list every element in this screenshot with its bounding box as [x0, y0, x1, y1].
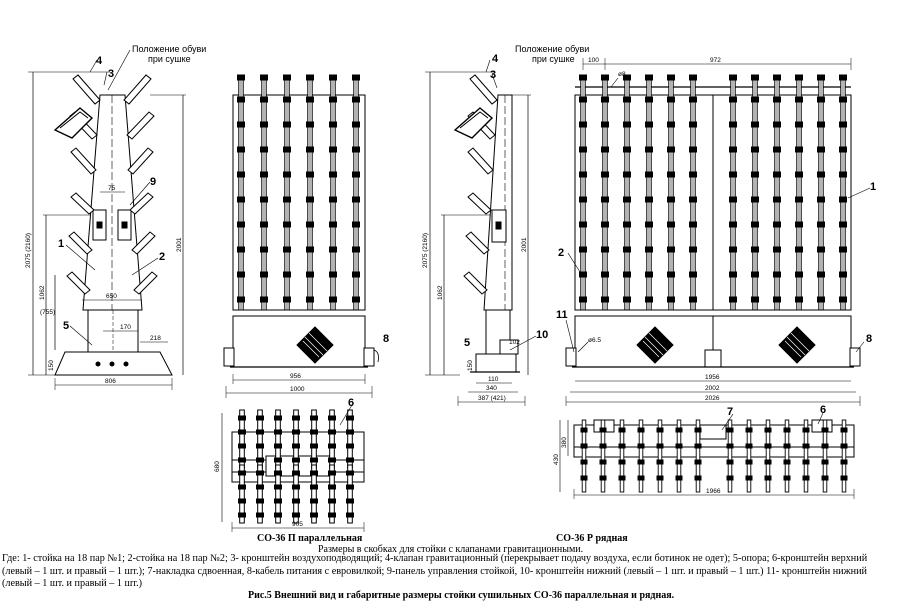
- plan-view-row: [559, 412, 855, 499]
- dim-depth: 680: [214, 461, 221, 472]
- callout-3: 3: [490, 69, 496, 81]
- dim-w1000: 1000: [290, 386, 305, 393]
- dim-w340: 340: [486, 385, 497, 392]
- front-view-row: [565, 58, 871, 406]
- dim-w2026: 2026: [705, 395, 720, 402]
- dim-w650: 650: [106, 293, 117, 300]
- shoe-position-label-left-2: при сушке: [148, 54, 191, 64]
- dim-width: 387 (421): [478, 395, 506, 402]
- dim-width: 1966: [706, 488, 721, 495]
- callout-2: 2: [159, 251, 165, 263]
- dim-small-height: (755): [40, 309, 55, 316]
- shoe-position-label-left-1: Положение обуви: [132, 44, 206, 54]
- parallel-view-caption: СО-36 П параллельная: [257, 533, 363, 544]
- dim-w102: 102: [509, 339, 520, 346]
- callout-5: 5: [464, 337, 470, 349]
- dim-w75: 75: [108, 185, 116, 192]
- dim-total-height: 2075 (2160): [422, 233, 429, 268]
- callout-8: 8: [866, 333, 872, 345]
- dim-hole-top: ø8: [618, 71, 626, 78]
- side-view-row: [425, 59, 537, 406]
- callout-5: 5: [63, 320, 69, 332]
- dim-base-h: 150: [48, 360, 55, 371]
- callout-7: 7: [727, 406, 733, 418]
- sizes-note: Размеры в скобках для стойки с клапанами…: [318, 544, 584, 555]
- dim-width: 806: [105, 378, 116, 385]
- dim-w956: 956: [290, 373, 301, 380]
- callout-4: 4: [492, 53, 499, 65]
- dim-mid-height: 1062: [437, 285, 444, 300]
- callout-3: 3: [108, 68, 114, 80]
- callout-2: 2: [558, 247, 564, 259]
- shoe-position-label-right-1: Положение обуви: [515, 44, 589, 54]
- callout-11: 11: [556, 309, 568, 321]
- dim-d2: 430: [553, 454, 560, 465]
- dim-top-gap: 100: [588, 57, 599, 64]
- dim-w218: 218: [150, 335, 161, 342]
- callout-9: 9: [150, 176, 156, 188]
- side-view-parallel: [28, 49, 186, 390]
- dim-w110: 110: [488, 376, 499, 383]
- callout-6: 6: [820, 404, 826, 416]
- callout-8: 8: [383, 333, 389, 345]
- dim-d1: 380: [561, 437, 568, 448]
- dim-height-2: 2001: [176, 237, 183, 252]
- dim-base-h: 150: [467, 360, 474, 371]
- dim-top-w: 972: [710, 57, 721, 64]
- dim-height-2: 2001: [521, 237, 528, 252]
- callout-1: 1: [58, 238, 64, 250]
- dim-w1956: 1956: [705, 374, 720, 381]
- callout-6: 6: [348, 397, 354, 409]
- front-view-parallel: [223, 74, 379, 398]
- plan-view-parallel: [221, 404, 365, 532]
- callout-10: 10: [536, 329, 548, 341]
- dim-hole-bottom: ø6.5: [588, 337, 601, 344]
- row-view-caption: СО-36 Р рядная: [556, 533, 628, 544]
- dim-width: 905: [292, 521, 303, 528]
- dim-w2002: 2002: [705, 385, 720, 392]
- legend-text: Где: 1- стойка на 18 пар №1; 2-стойка на…: [2, 553, 868, 589]
- figure-title: Рис.5 Внешний вид и габаритные размеры с…: [248, 590, 675, 601]
- callout-4: 4: [96, 55, 103, 67]
- callout-1: 1: [870, 181, 876, 193]
- shoe-position-label-right-2: при сушке: [532, 54, 575, 64]
- dim-mid-height: 1062: [39, 285, 46, 300]
- dim-w170: 170: [120, 324, 131, 331]
- dim-total-height: 2075 (2160): [25, 233, 32, 268]
